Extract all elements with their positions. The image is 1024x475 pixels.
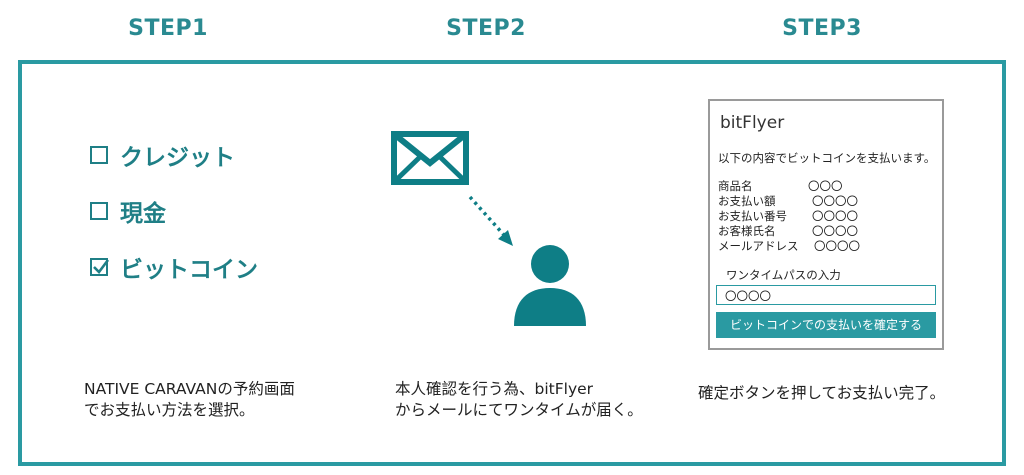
detail-label: 商品名 — [718, 179, 753, 193]
step3-description: 確定ボタンを押してお支払い完了。 — [698, 384, 946, 402]
detail-value: 〇〇〇〇 — [812, 209, 858, 223]
detail-row-item: 商品名 〇〇〇 — [718, 178, 843, 194]
detail-value: 〇〇〇〇 — [814, 239, 860, 253]
envelope-icon — [391, 131, 469, 185]
otp-input[interactable]: 〇〇〇〇 — [716, 285, 936, 305]
bitflyer-brand: bitFlyer — [720, 113, 785, 133]
payment-option-cash[interactable]: 現金 — [90, 194, 166, 228]
detail-value: 〇〇〇〇 — [812, 194, 858, 208]
detail-row-amount: お支払い額 〇〇〇〇 — [718, 193, 858, 209]
payment-intro-text: 以下の内容でビットコインを支払います。 — [718, 151, 936, 165]
user-icon — [514, 245, 586, 326]
step1-title: STEP1 — [128, 16, 208, 41]
detail-row-email: メールアドレス 〇〇〇〇 — [718, 238, 860, 254]
payment-option-label: 現金 — [120, 201, 166, 227]
detail-row-payment-number: お支払い番号 〇〇〇〇 — [718, 208, 858, 224]
otp-label: ワンタイムパスの入力 — [726, 268, 841, 282]
step2-title: STEP2 — [446, 16, 526, 41]
detail-row-customer-name: お客様氏名 〇〇〇〇 — [718, 223, 858, 239]
step1-description: NATIVE CARAVANの予約画面 でお支払い方法を選択。 — [84, 380, 295, 419]
payment-option-label: ビットコイン — [120, 257, 258, 283]
step2-description: 本人確認を行う為、bitFlyer からメールにてワンタイムが届く。 — [395, 380, 643, 419]
confirm-payment-button[interactable]: ビットコインでの支払いを確定する — [716, 312, 936, 338]
checkbox-icon[interactable] — [90, 146, 108, 164]
payment-option-bitcoin[interactable]: ビットコイン — [90, 250, 258, 284]
payment-option-label: クレジット — [120, 145, 235, 171]
detail-label: メールアドレス — [718, 239, 799, 253]
checkbox-icon[interactable] — [90, 202, 108, 220]
checkbox-checked-icon[interactable] — [90, 258, 110, 276]
steps-frame — [18, 60, 1006, 466]
payment-option-credit[interactable]: クレジット — [90, 138, 235, 172]
detail-value: 〇〇〇 — [808, 179, 843, 193]
detail-label: お支払い番号 — [718, 209, 787, 223]
dotted-arrow-icon — [468, 195, 513, 246]
bitflyer-payment-panel: bitFlyer 以下の内容でビットコインを支払います。 商品名 〇〇〇 お支払… — [708, 99, 944, 350]
step3-title: STEP3 — [782, 16, 862, 41]
detail-label: お客様氏名 — [718, 224, 776, 238]
detail-value: 〇〇〇〇 — [812, 224, 858, 238]
detail-label: お支払い額 — [718, 194, 776, 208]
